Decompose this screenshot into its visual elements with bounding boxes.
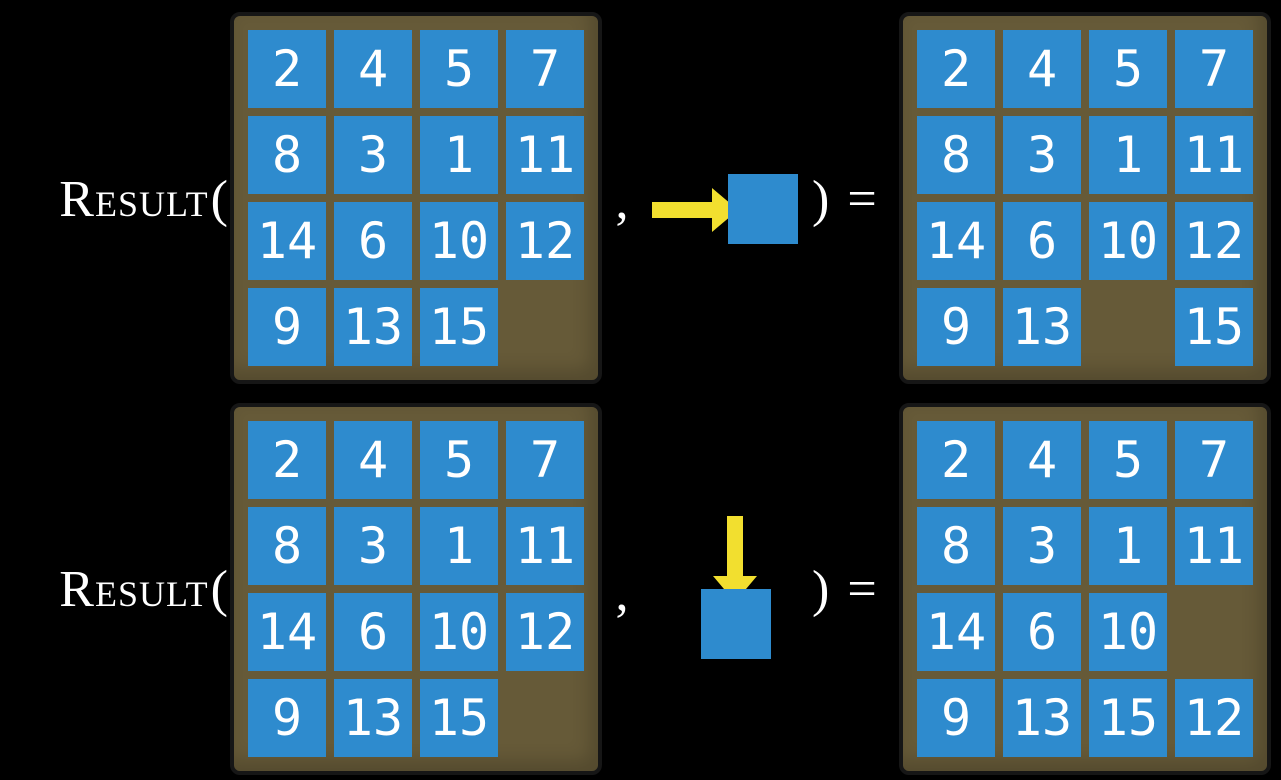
puzzle-tile-7: 7 [506, 30, 584, 108]
puzzle-tile-10: 10 [1089, 593, 1167, 671]
puzzle-tile-10: 10 [420, 202, 498, 280]
puzzle-tile-15: 15 [420, 679, 498, 757]
close-paren-equals-1: ) = [812, 166, 877, 234]
result-label-2: Result( [0, 556, 228, 624]
empty-cell [506, 679, 584, 757]
empty-cell [1175, 593, 1253, 671]
puzzle-tile-2: 2 [248, 421, 326, 499]
puzzle-tile-11: 11 [506, 116, 584, 194]
equals-sign: = [847, 171, 877, 228]
puzzle-tile-13: 13 [334, 288, 412, 366]
puzzle-tile-6: 6 [334, 593, 412, 671]
puzzle-tile-2: 2 [248, 30, 326, 108]
puzzle-tile-7: 7 [506, 421, 584, 499]
close-paren: ) [812, 171, 830, 228]
puzzle-tile-7: 7 [1175, 30, 1253, 108]
puzzle-tile-10: 10 [420, 593, 498, 671]
puzzle-tile-11: 11 [1175, 507, 1253, 585]
puzzle-tile-4: 4 [334, 30, 412, 108]
puzzle-tile-1: 1 [420, 116, 498, 194]
moved-tile-square [728, 174, 798, 244]
puzzle-tile-12: 12 [1175, 679, 1253, 757]
close-paren-equals-2: ) = [812, 556, 877, 624]
puzzle-tile-4: 4 [1003, 30, 1081, 108]
puzzle-tile-14: 14 [917, 202, 995, 280]
open-paren: ( [210, 561, 228, 618]
function-name: Result [59, 561, 209, 618]
puzzle-tile-8: 8 [917, 116, 995, 194]
puzzle-tile-6: 6 [1003, 202, 1081, 280]
open-paren: ( [210, 171, 228, 228]
puzzle-tile-5: 5 [420, 421, 498, 499]
empty-cell [1089, 288, 1167, 366]
puzzle-tile-6: 6 [1003, 593, 1081, 671]
puzzle-tile-12: 12 [506, 593, 584, 671]
puzzle-tile-12: 12 [506, 202, 584, 280]
close-paren: ) [812, 561, 830, 618]
puzzle-tile-14: 14 [248, 593, 326, 671]
result-label-1: Result( [0, 166, 228, 234]
puzzle-tile-13: 13 [334, 679, 412, 757]
move-right-arrow-icon [652, 188, 738, 232]
puzzle-tile-4: 4 [1003, 421, 1081, 499]
puzzle-tile-6: 6 [334, 202, 412, 280]
comma-separator: , [615, 173, 629, 230]
puzzle-tile-10: 10 [1089, 202, 1167, 280]
puzzle-tile-3: 3 [1003, 116, 1081, 194]
puzzle-tile-9: 9 [917, 288, 995, 366]
puzzle-tile-3: 3 [1003, 507, 1081, 585]
puzzle-tile-5: 5 [420, 30, 498, 108]
puzzle-tile-8: 8 [248, 116, 326, 194]
puzzle-tile-13: 13 [1003, 288, 1081, 366]
puzzle-tile-9: 9 [248, 679, 326, 757]
puzzle-tile-15: 15 [1175, 288, 1253, 366]
moved-tile-square [701, 589, 771, 659]
equals-sign: = [847, 561, 877, 618]
puzzle-tile-1: 1 [420, 507, 498, 585]
puzzle-tile-11: 11 [1175, 116, 1253, 194]
puzzle-tile-8: 8 [248, 507, 326, 585]
empty-cell [506, 288, 584, 366]
puzzle-tile-7: 7 [1175, 421, 1253, 499]
puzzle-tile-15: 15 [420, 288, 498, 366]
puzzle-tile-14: 14 [917, 593, 995, 671]
puzzle-tile-5: 5 [1089, 30, 1167, 108]
puzzle-tile-13: 13 [1003, 679, 1081, 757]
puzzle-tile-8: 8 [917, 507, 995, 585]
puzzle-tile-15: 15 [1089, 679, 1167, 757]
puzzle-tile-1: 1 [1089, 116, 1167, 194]
function-name: Result [59, 171, 209, 228]
puzzle-tile-3: 3 [334, 507, 412, 585]
puzzle-tile-11: 11 [506, 507, 584, 585]
puzzle-tile-5: 5 [1089, 421, 1167, 499]
puzzle-tile-9: 9 [248, 288, 326, 366]
comma-separator: , [615, 565, 629, 622]
puzzle-tile-4: 4 [334, 421, 412, 499]
puzzle-tile-12: 12 [1175, 202, 1253, 280]
puzzle-tile-9: 9 [917, 679, 995, 757]
puzzle-tile-2: 2 [917, 421, 995, 499]
puzzle-tile-3: 3 [334, 116, 412, 194]
puzzle-tile-14: 14 [248, 202, 326, 280]
puzzle-tile-2: 2 [917, 30, 995, 108]
puzzle-tile-1: 1 [1089, 507, 1167, 585]
